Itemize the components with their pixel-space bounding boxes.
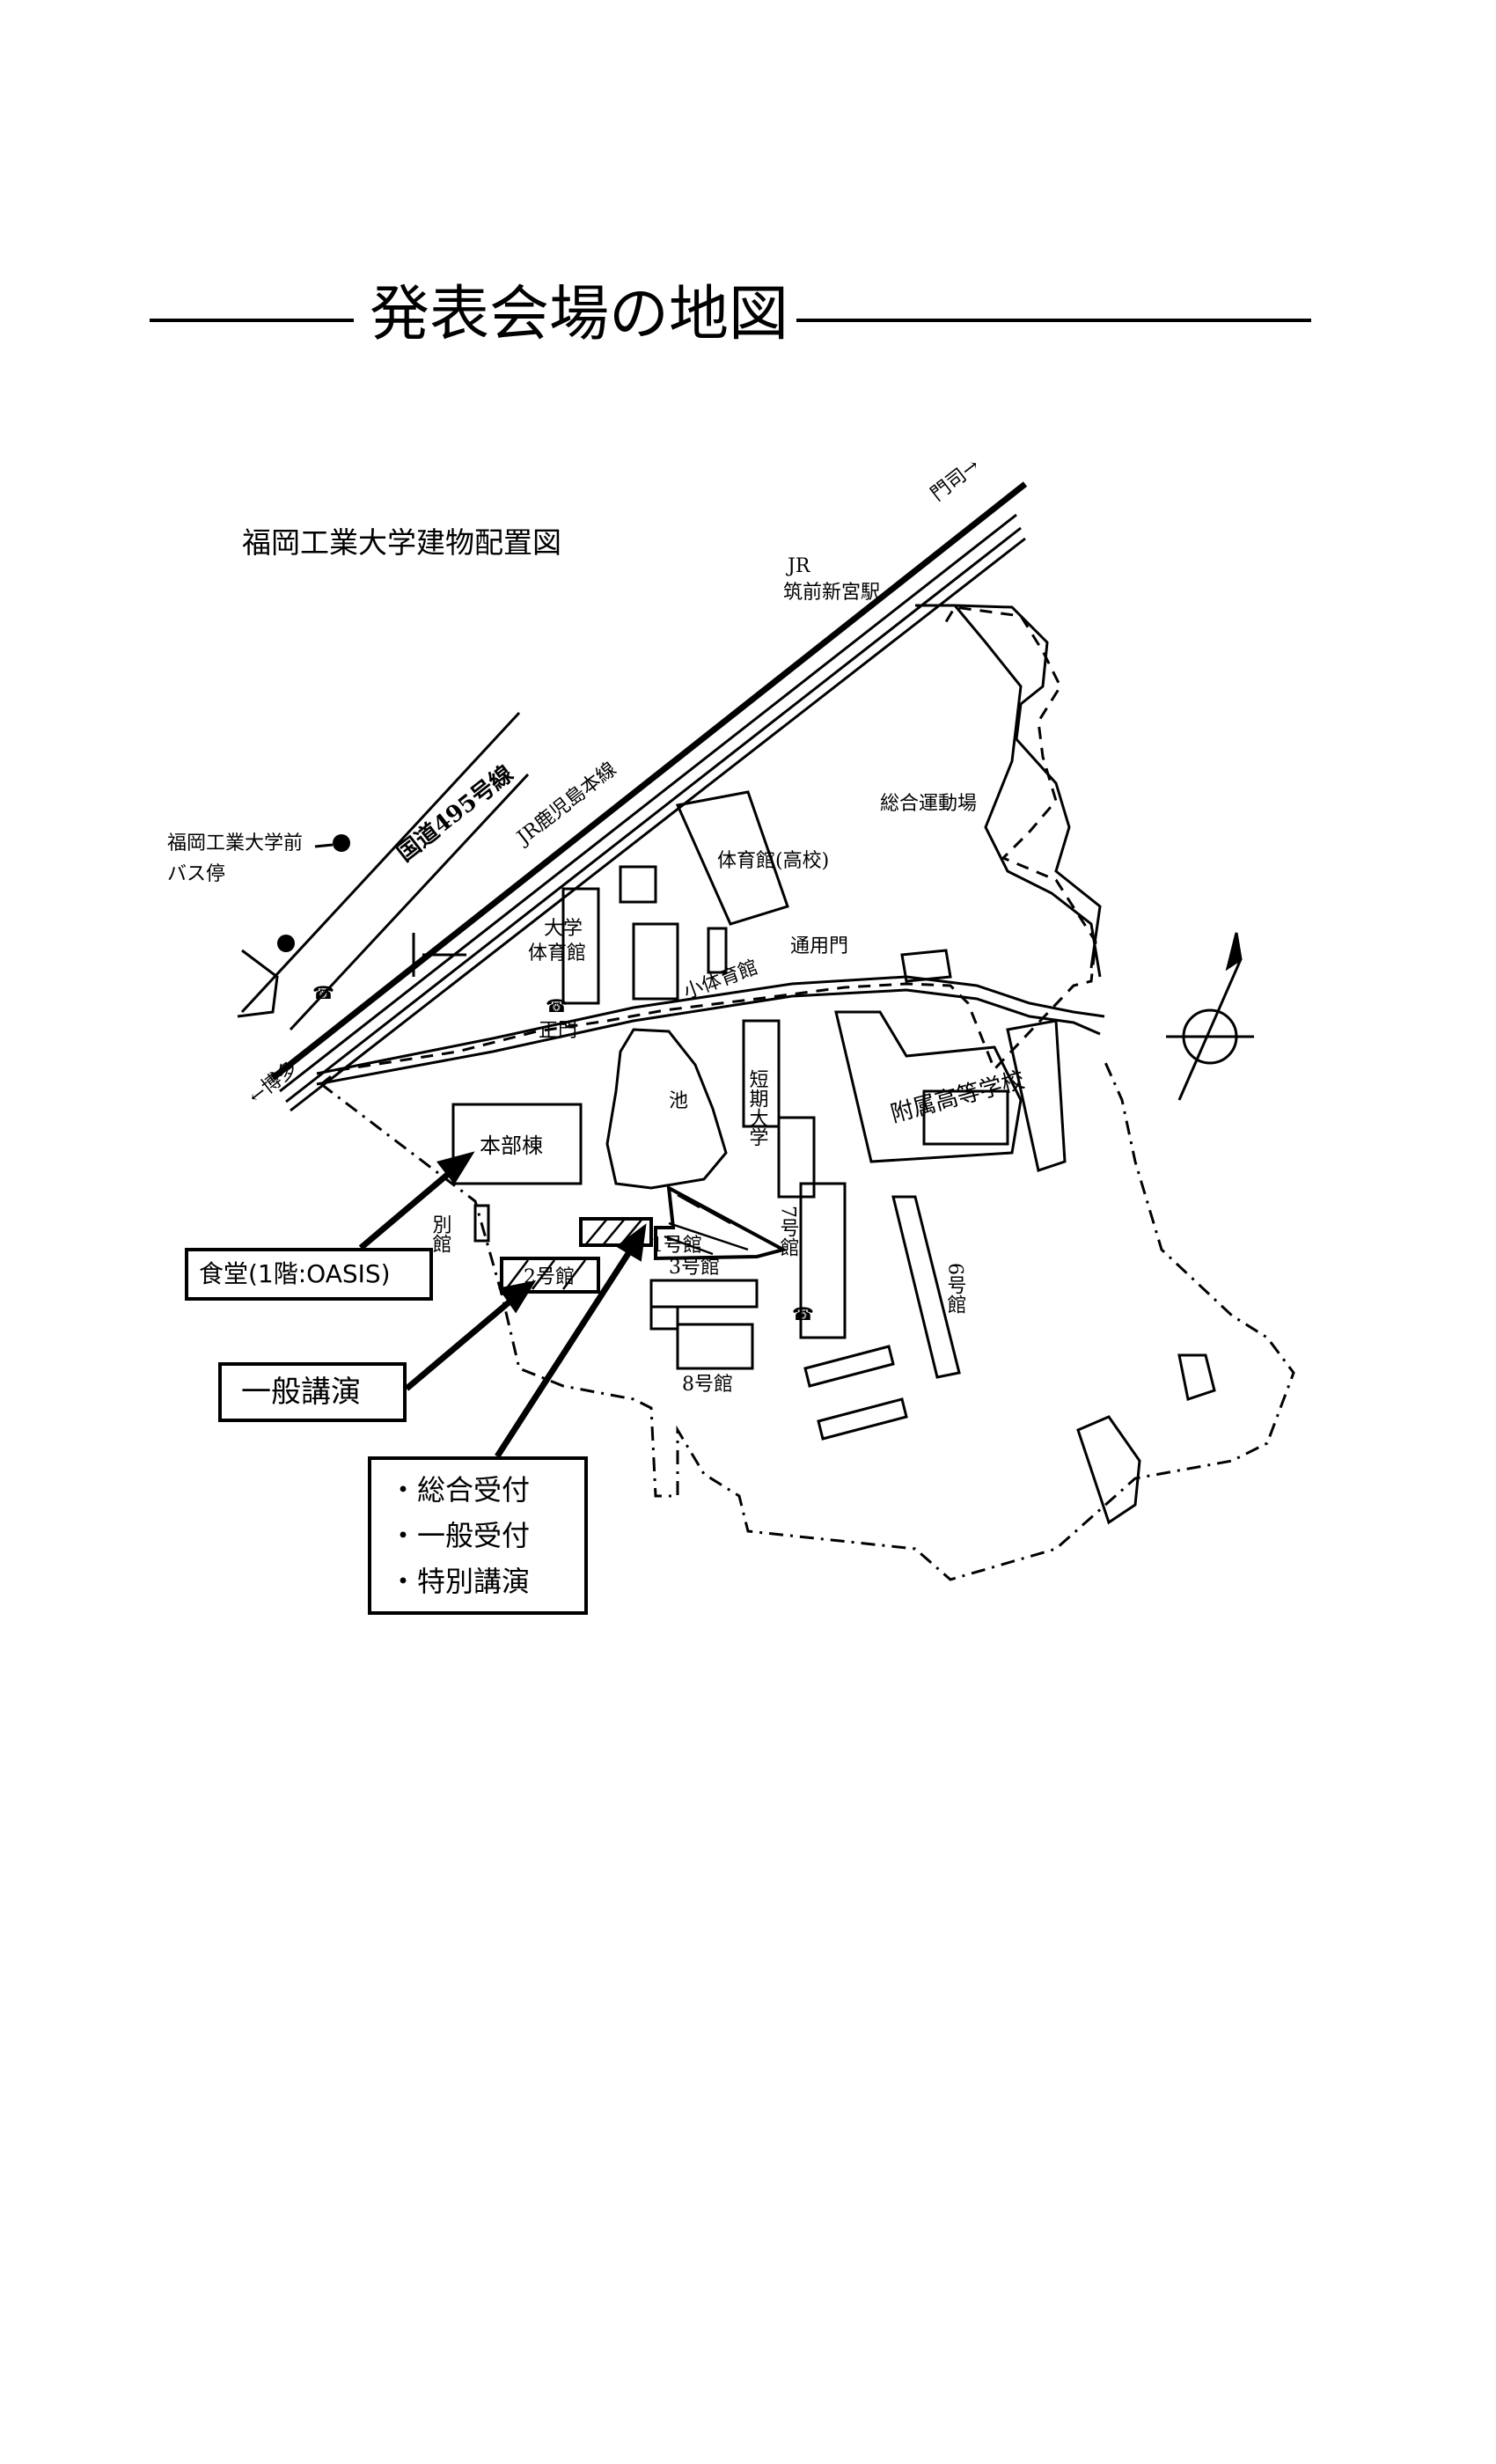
- label-annex: 別館: [429, 1214, 452, 1253]
- reception-callout: ・総合受付 ・一般受付 ・特別講演: [368, 1456, 588, 1615]
- label-univ-gym-2: 体育館: [528, 942, 586, 964]
- label-mojiko: 門司→: [927, 455, 984, 506]
- bus-stop-icon: [277, 935, 295, 952]
- compass-icon: [1166, 932, 1254, 1101]
- general-lecture-callout: 一般講演: [218, 1362, 407, 1422]
- page-title: 発表会場の地図: [370, 280, 789, 349]
- label-sports-field: 総合運動場: [880, 793, 977, 815]
- label-hakata: ←博多: [245, 1058, 302, 1109]
- cafeteria-label: 食堂(1階:OASIS): [199, 1259, 391, 1288]
- label-junior-college: 短期大学: [746, 1069, 769, 1147]
- title-rule-left: [150, 319, 354, 322]
- label-service-gate: 通用門: [790, 935, 848, 957]
- label-univ-gym-1: 大学: [544, 918, 583, 940]
- label-bus-stop-sub: バス停: [167, 863, 225, 885]
- map-caption: 福岡工業大学建物配置図: [242, 525, 561, 560]
- label-bldg-2: 2号館: [524, 1266, 575, 1288]
- label-hs-gym: 体育館(高校): [717, 850, 829, 872]
- label-bldg-3: 3号館: [669, 1257, 720, 1279]
- label-bldg-6: 6号館: [944, 1263, 967, 1314]
- reception-special: ・特別講演: [389, 1565, 531, 1598]
- label-bldg-7: 7号館: [777, 1206, 800, 1257]
- cafeteria-callout: 食堂(1階:OASIS): [185, 1248, 433, 1301]
- label-bldg-1: 1号館: [651, 1235, 702, 1257]
- phone-icon: ☎: [312, 982, 334, 1003]
- title-rule-right: [796, 319, 1311, 322]
- label-bus-stop: 福岡工業大学前: [167, 832, 303, 854]
- label-small-gym: 小体育館: [681, 957, 761, 1004]
- label-pond: 池: [669, 1090, 688, 1112]
- svg-text:☎: ☎: [546, 995, 568, 1016]
- general-lecture-label: 一般講演: [241, 1375, 361, 1410]
- label-main-gate: 正門: [539, 1020, 577, 1042]
- label-bldg-8: 8号館: [682, 1374, 733, 1396]
- reception-general: ・総合受付: [389, 1473, 531, 1507]
- svg-text:☎: ☎: [792, 1303, 814, 1324]
- label-jr: JR: [786, 555, 811, 577]
- label-main-building: 本部棟: [480, 1133, 543, 1158]
- label-station: 筑前新宮駅: [783, 582, 880, 604]
- reception-general-reg: ・一般受付: [389, 1519, 531, 1552]
